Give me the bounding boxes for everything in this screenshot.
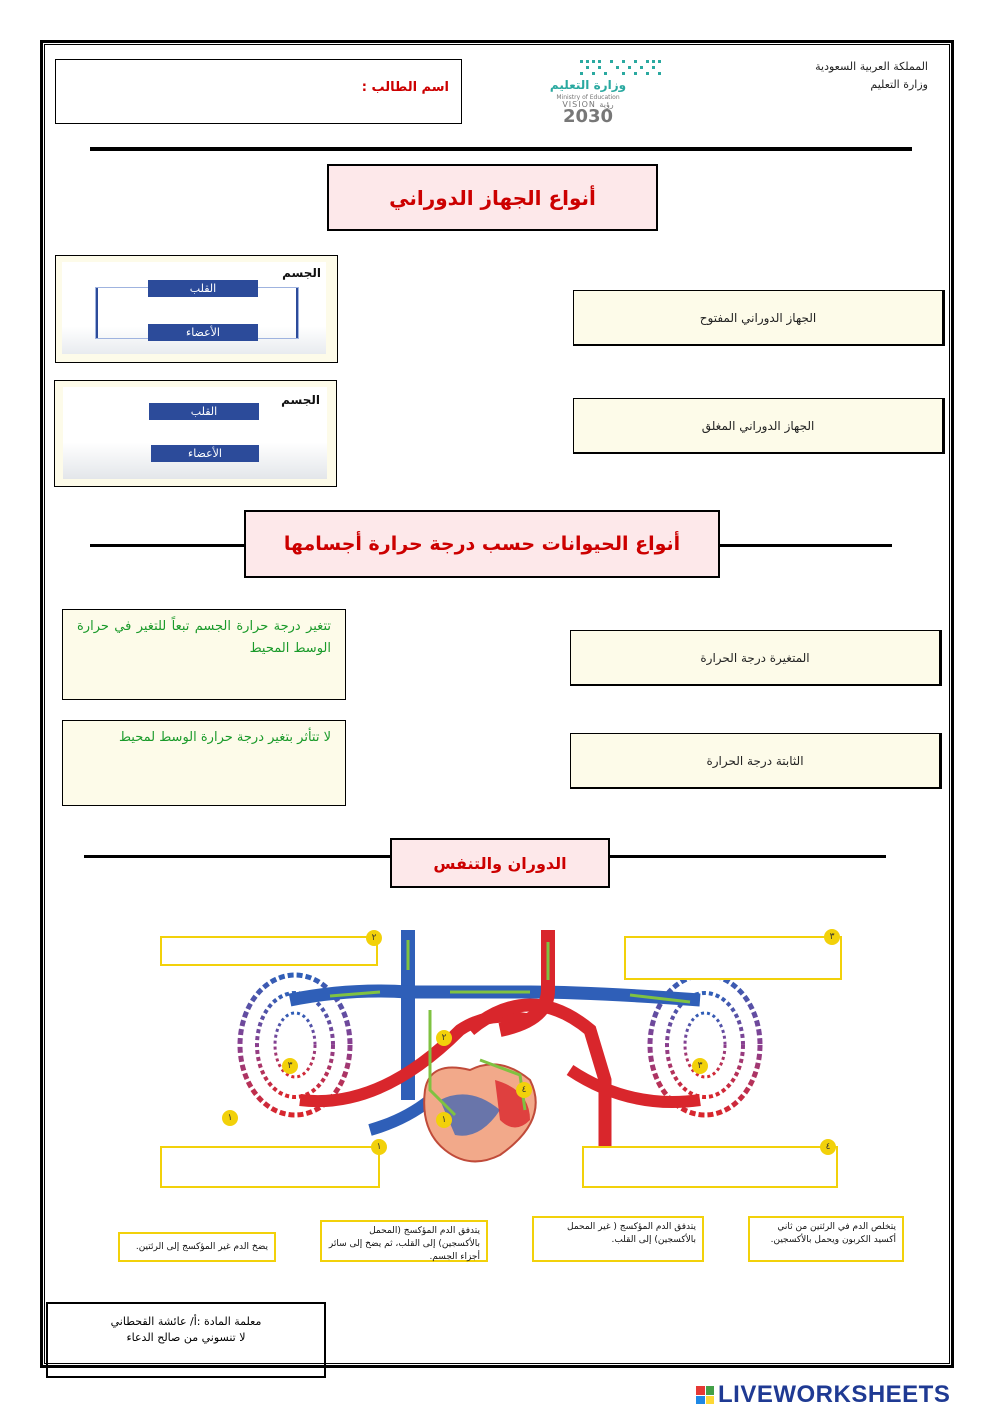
answer-box-2[interactable] [160, 936, 378, 966]
answer-box-1[interactable] [160, 1146, 380, 1188]
answer-box-1-marker: ١ [371, 1139, 387, 1155]
constant-temp-description[interactable]: لا تتأثر بتغير درجة حرارة الوسط لمحيط [62, 720, 346, 806]
divider-right-s2 [718, 544, 892, 547]
divider-left-s3 [84, 855, 392, 858]
marker-3-right-lung: ٣ [692, 1058, 708, 1074]
divider-right-s3 [608, 855, 886, 858]
liveworksheets-watermark: LIVEWORKSHEETS [696, 1380, 996, 1410]
constant-temp-answer[interactable]: الثابتة درجة الحرارة [570, 733, 942, 789]
variable-temp-answer[interactable]: المتغيرة درجة الحرارة [570, 630, 942, 686]
liveworksheets-text: LIVEWORKSHEETS [718, 1381, 951, 1408]
teacher-name: معلمة المادة :أ/ عائشة القحطاني [110, 1315, 262, 1328]
divider-top [90, 147, 912, 151]
open-diagram-organs-label: الأعضاء [148, 324, 258, 341]
logo-english-text: Ministry of Education [556, 94, 620, 101]
marker-3-left-lung: ٣ [282, 1058, 298, 1074]
closed-diagram-body-label: الجسم [281, 393, 320, 407]
logo-arabic-text: وزارة التعليم [549, 78, 627, 92]
closed-diagram-heart-label: القلب [149, 403, 259, 420]
vision-text: VISION رؤية [562, 100, 614, 109]
ministry-logo: وزارة التعليم Ministry of Education VISI… [530, 56, 670, 138]
student-name-label: اسم الطالب : [361, 80, 449, 95]
answer-box-2-marker: ٢ [366, 930, 382, 946]
closed-system-answer[interactable]: الجهاز الدوراني المغلق [573, 398, 945, 454]
student-name-box[interactable]: اسم الطالب : [55, 59, 462, 124]
section1-title: أنواع الجهاز الدوراني [327, 164, 658, 231]
open-diagram-heart-label: القلب [148, 280, 258, 297]
header-kingdom: المملكة العربية السعودية [815, 60, 928, 73]
answer-box-4[interactable] [582, 1146, 838, 1188]
vision-year: 2030 [562, 106, 614, 127]
answer-box-3[interactable] [624, 936, 842, 980]
teacher-note: لا تنسوني من صالح الدعاء [126, 1331, 246, 1344]
marker-4-heart: ٤ [516, 1082, 532, 1098]
open-system-diagram[interactable]: الجسم القلب الأعضاء [55, 255, 338, 363]
page-frame [40, 40, 954, 1368]
variable-temp-description[interactable]: تتغير درجة حرارة الجسم تبعاً للتغير في ح… [62, 609, 346, 700]
closed-system-diagram[interactable]: الجسم القلب الأعضاء [54, 380, 337, 487]
marker-1: ١ [222, 1110, 238, 1126]
section2-title: أنواع الحيوانات حسب درجة حرارة أجسامها [244, 510, 720, 578]
caption-to-heart[interactable]: يتدفق الدم المؤكسج ( غير المحمل بالأكسجي… [532, 1216, 704, 1262]
heart-lungs-illustration [237, 930, 763, 1163]
caption-lungs-exchange[interactable]: يتخلص الدم في الرئتين من ثاني أكسيد الكر… [748, 1216, 904, 1262]
closed-diagram-organs-label: الأعضاء [151, 445, 259, 462]
header-ministry: وزارة التعليم [870, 78, 928, 91]
page-inner-frame [44, 44, 950, 1364]
liveworksheets-logo-icon [696, 1386, 714, 1404]
teacher-box: معلمة المادة :أ/ عائشة القحطاني لا تنسون… [46, 1302, 326, 1378]
divider-left-s2 [90, 544, 245, 547]
caption-to-lungs[interactable]: يضخ الدم غير المؤكسج إلى الرئتين. [118, 1232, 276, 1262]
open-diagram-body-label: الجسم [282, 266, 321, 280]
caption-to-body[interactable]: يتدفق الدم المؤكسج (المحمل بالأكسجين) إل… [320, 1220, 488, 1262]
circulation-diagram [230, 920, 770, 1170]
marker-1-heart: ١ [436, 1112, 452, 1128]
open-system-answer[interactable]: الجهاز الدوراني المفتوح [573, 290, 945, 346]
marker-2-center: ٢ [436, 1030, 452, 1046]
answer-box-4-marker: ٤ [820, 1139, 836, 1155]
answer-box-3-marker: ٣ [824, 929, 840, 945]
section3-title: الدوران والتنفس [390, 838, 610, 888]
